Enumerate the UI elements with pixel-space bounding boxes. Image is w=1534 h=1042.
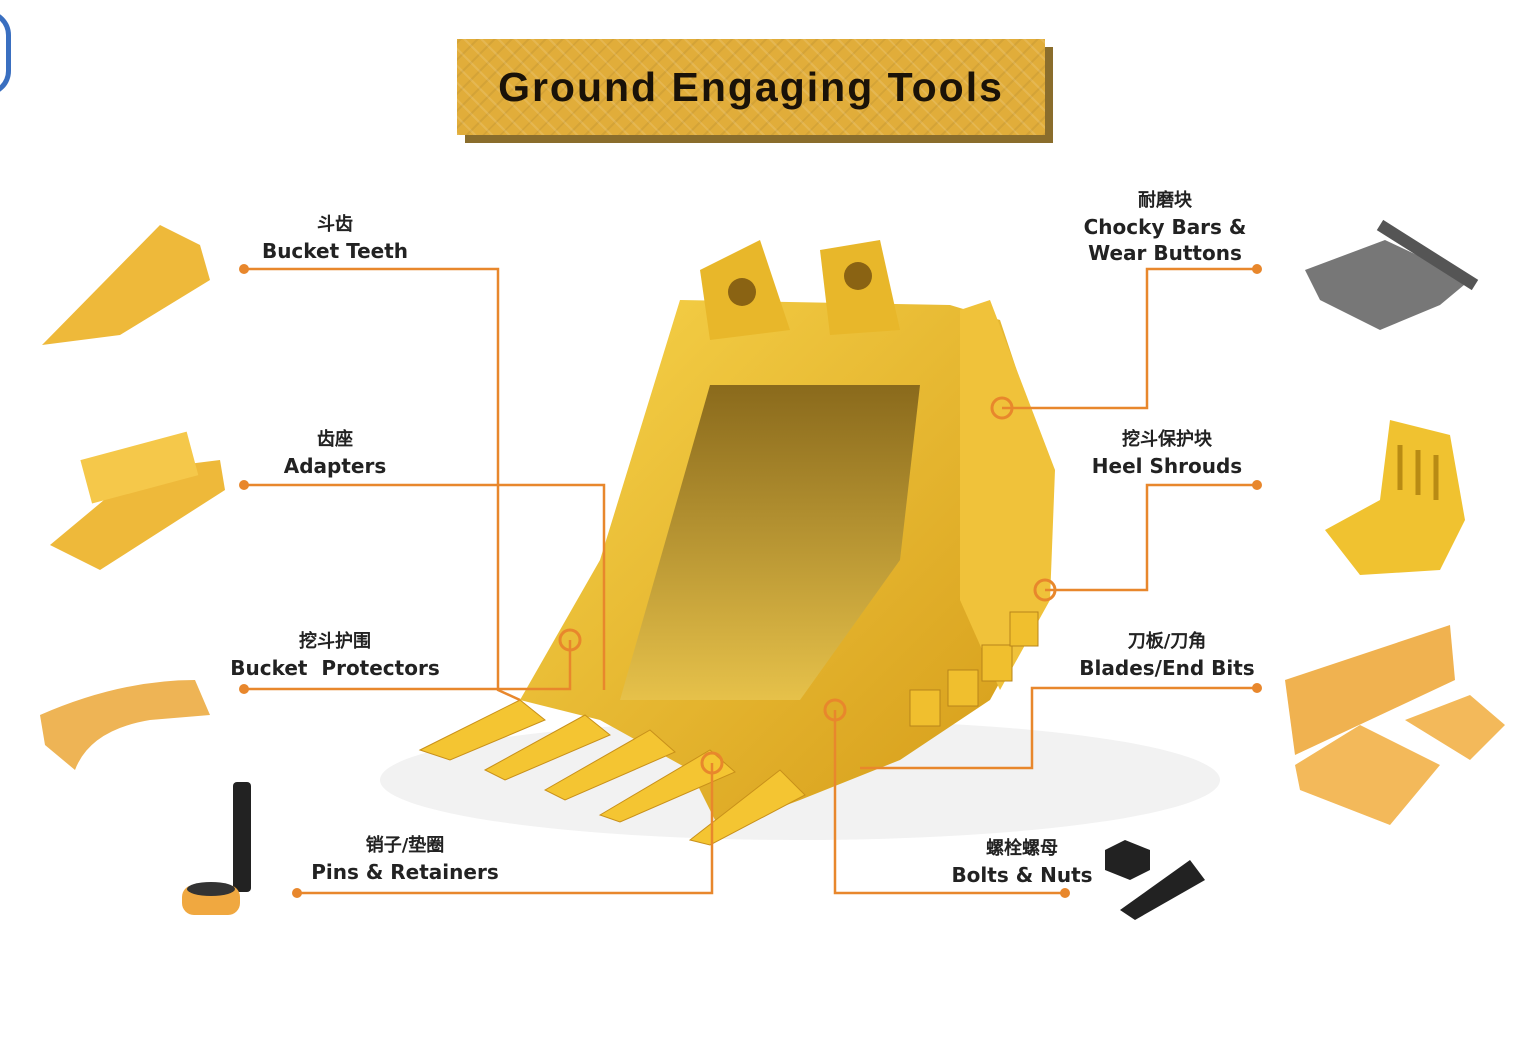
adapters-image bbox=[50, 431, 225, 570]
title-banner: Ground Engaging Tools bbox=[457, 39, 1045, 135]
excavator-bucket-illustration bbox=[380, 240, 1220, 846]
bucket-protectors-image bbox=[40, 680, 210, 770]
target-rings bbox=[558, 396, 1057, 775]
page-title: Ground Engaging Tools bbox=[498, 63, 1004, 110]
heel-shrouds-image bbox=[1325, 420, 1465, 575]
pins-retainers-image bbox=[182, 782, 251, 915]
chocky-bars-image bbox=[1305, 219, 1479, 330]
bolts-nuts-image bbox=[1105, 840, 1205, 920]
bucket-teeth-image bbox=[42, 225, 210, 345]
leader-lines bbox=[244, 267, 1257, 895]
leader-dots bbox=[239, 264, 1262, 898]
blades-end-bits-image bbox=[1285, 625, 1505, 825]
